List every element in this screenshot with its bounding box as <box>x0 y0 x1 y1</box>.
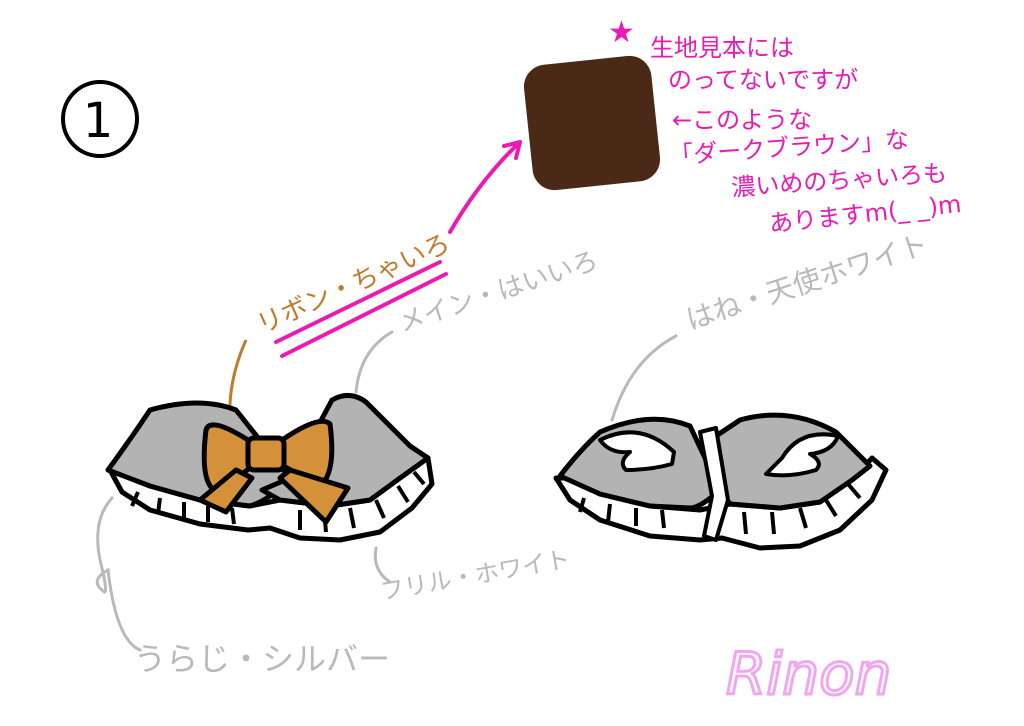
lining-label: うらじ・シルバー <box>134 640 390 678</box>
signature: Rinon <box>726 640 891 708</box>
step-number: 1 <box>83 93 114 149</box>
note-line-2: のってないですが <box>668 66 858 94</box>
note-line-1: 生地見本には <box>650 34 794 62</box>
frill-label: フリル・ホワイト <box>378 545 572 606</box>
dark-brown-swatch <box>523 55 661 191</box>
pink-arrow <box>274 140 522 358</box>
leader-lines <box>95 330 678 652</box>
wing-left <box>598 430 676 472</box>
ribbon-bow <box>197 418 351 525</box>
color-note: ★ 生地見本には のってないですが ←このような 「ダークブラウン」な 濃いめの… <box>608 15 963 238</box>
note-star: ★ <box>608 15 635 50</box>
wings-label: はね・天使ホワイト <box>682 227 932 336</box>
collar-center-frill <box>698 426 730 542</box>
collar-with-ribbon <box>105 393 435 543</box>
step-number-badge: 1 <box>61 80 139 158</box>
collar-with-wings <box>553 412 889 551</box>
note-line-3: ←このような <box>672 106 812 134</box>
wing-right <box>764 432 840 478</box>
